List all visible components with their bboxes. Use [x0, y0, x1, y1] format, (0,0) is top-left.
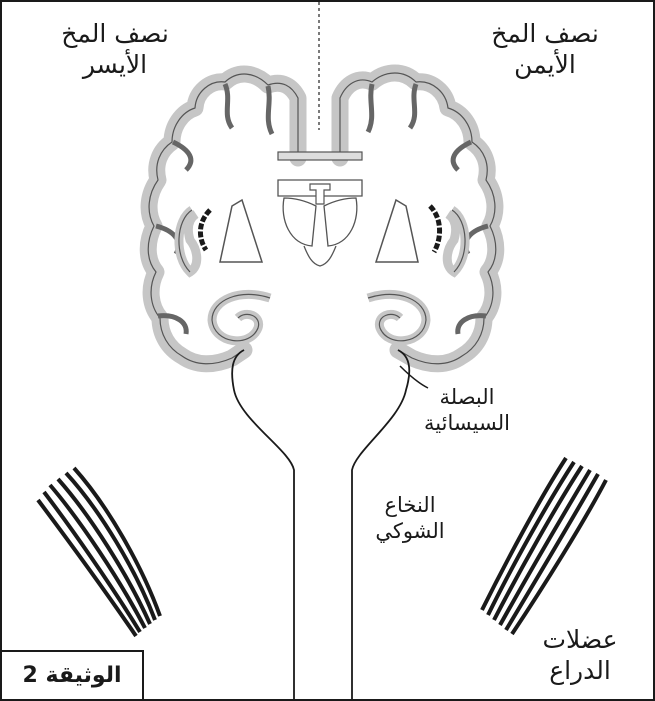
left-sulcus-1 — [268, 86, 272, 134]
document-number-label: الوثيقة 2 — [23, 663, 122, 688]
right-hemisphere-label-line2: الأيمن — [445, 49, 645, 80]
arm-muscles-label-line2: الدراع — [520, 655, 640, 686]
arm-muscles-label-line1: عضلات — [520, 624, 640, 655]
left-hemisphere — [148, 74, 298, 364]
right-cortex-band — [340, 73, 496, 364]
medulla-label-line1: البصلة — [412, 384, 522, 410]
right-capsule-arc — [430, 206, 440, 252]
right-ventricle — [376, 200, 418, 262]
right-hemisphere — [340, 73, 496, 364]
central-structure — [278, 180, 362, 266]
left-hemisphere-label-line1: نصف المخ — [20, 18, 210, 49]
left-ventricle — [220, 200, 262, 262]
spinal-cord-label-line1: النخاع — [360, 492, 460, 518]
left-cortex-band — [148, 74, 298, 364]
left-sulcus-2 — [225, 84, 232, 128]
right-insula — [447, 210, 465, 272]
right-sulcus-2 — [410, 84, 416, 128]
corpus-callosum — [278, 152, 362, 160]
right-hemisphere-label-line1: نصف المخ — [445, 18, 645, 49]
left-capsule-arc — [200, 210, 210, 250]
right-arm-muscle — [482, 458, 606, 634]
spinal-cord-label-line2: الشوكي — [360, 518, 460, 544]
left-hemisphere-label: نصف المخ الأيسر — [20, 18, 210, 81]
left-arm-muscle — [38, 468, 160, 636]
central-bottom — [304, 246, 336, 266]
arm-muscles-label: عضلات الدراع — [520, 624, 640, 687]
spinal-cord-label: النخاع الشوكي — [360, 492, 460, 545]
left-thalamus — [283, 198, 316, 246]
medulla-label: البصلة السيسائية — [412, 384, 522, 437]
medulla-label-line2: السيسائية — [412, 410, 522, 436]
right-hemisphere-label: نصف المخ الأيمن — [445, 18, 645, 81]
right-temporal-curl — [368, 294, 426, 340]
left-hemisphere-label-line2: الأيسر — [20, 49, 210, 80]
left-descending-fiber — [232, 350, 294, 701]
left-temporal-curl — [212, 294, 270, 340]
document-number-box: الوثيقة 2 — [2, 650, 144, 699]
right-sulcus-1 — [368, 84, 372, 132]
left-insula — [179, 210, 197, 272]
right-thalamus — [324, 198, 357, 246]
